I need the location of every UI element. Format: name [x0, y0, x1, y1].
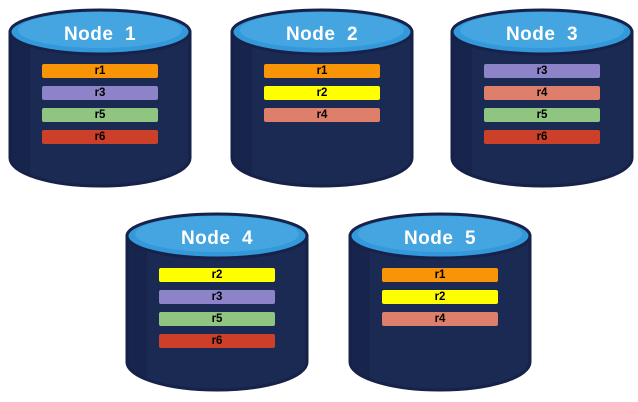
- replica-bar-r6[interactable]: r6: [42, 130, 158, 144]
- node-label: Node 1: [63, 24, 137, 45]
- cylinder-top-highlight: [240, 12, 404, 48]
- replica-bar-r2[interactable]: r2: [264, 86, 380, 100]
- cylinder-side-shading: [126, 236, 147, 381]
- cylinder-top-highlight: [18, 12, 182, 48]
- replica-list: r3 r4 r5 r6: [484, 64, 600, 144]
- cylinder-top-highlight: [460, 12, 624, 48]
- replica-bar-r5[interactable]: r5: [159, 312, 275, 326]
- node-cylinder-1[interactable]: Node 1 r1 r3 r5 r6: [8, 8, 192, 188]
- replica-bar-r3[interactable]: r3: [42, 86, 158, 100]
- replica-bar-r3[interactable]: r3: [159, 290, 275, 304]
- replica-bar-r4[interactable]: r4: [484, 86, 600, 100]
- cylinder-side-shading: [349, 236, 370, 381]
- replica-bar-r3[interactable]: r3: [484, 64, 600, 78]
- replica-list: r1 r3 r5 r6: [42, 64, 158, 144]
- cylinder-side-shading: [9, 32, 30, 177]
- cylinder-side-shading: [451, 32, 472, 177]
- replica-bar-r6[interactable]: r6: [159, 334, 275, 348]
- replica-list: r1 r2 r4: [382, 268, 498, 326]
- replica-list: r2 r3 r5 r6: [159, 268, 275, 348]
- replica-bar-r6[interactable]: r6: [484, 130, 600, 144]
- replica-bar-r5[interactable]: r5: [484, 108, 600, 122]
- node-cylinder-2[interactable]: Node 2 r1 r2 r4: [230, 8, 414, 188]
- replica-bar-r1[interactable]: r1: [42, 64, 158, 78]
- replica-bar-r4[interactable]: r4: [264, 108, 380, 122]
- replica-bar-r4[interactable]: r4: [382, 312, 498, 326]
- node-cylinder-5[interactable]: Node 5 r1 r2 r4: [348, 212, 532, 392]
- cylinder-side-shading: [231, 32, 252, 177]
- node-label: Node 4: [180, 228, 254, 249]
- replica-bar-r2[interactable]: r2: [159, 268, 275, 282]
- replica-bar-r1[interactable]: r1: [382, 268, 498, 282]
- node-label: Node 3: [505, 24, 579, 45]
- node-cylinder-3[interactable]: Node 3 r3 r4 r5 r6: [450, 8, 634, 188]
- replica-list: r1 r2 r4: [264, 64, 380, 122]
- replica-bar-r5[interactable]: r5: [42, 108, 158, 122]
- cylinder-top-highlight: [358, 216, 522, 252]
- cylinder-top-highlight: [135, 216, 299, 252]
- node-label: Node 5: [403, 228, 477, 249]
- replica-bar-r1[interactable]: r1: [264, 64, 380, 78]
- node-label: Node 2: [285, 24, 359, 45]
- node-cylinder-4[interactable]: Node 4 r2 r3 r5 r6: [125, 212, 309, 392]
- replica-bar-r2[interactable]: r2: [382, 290, 498, 304]
